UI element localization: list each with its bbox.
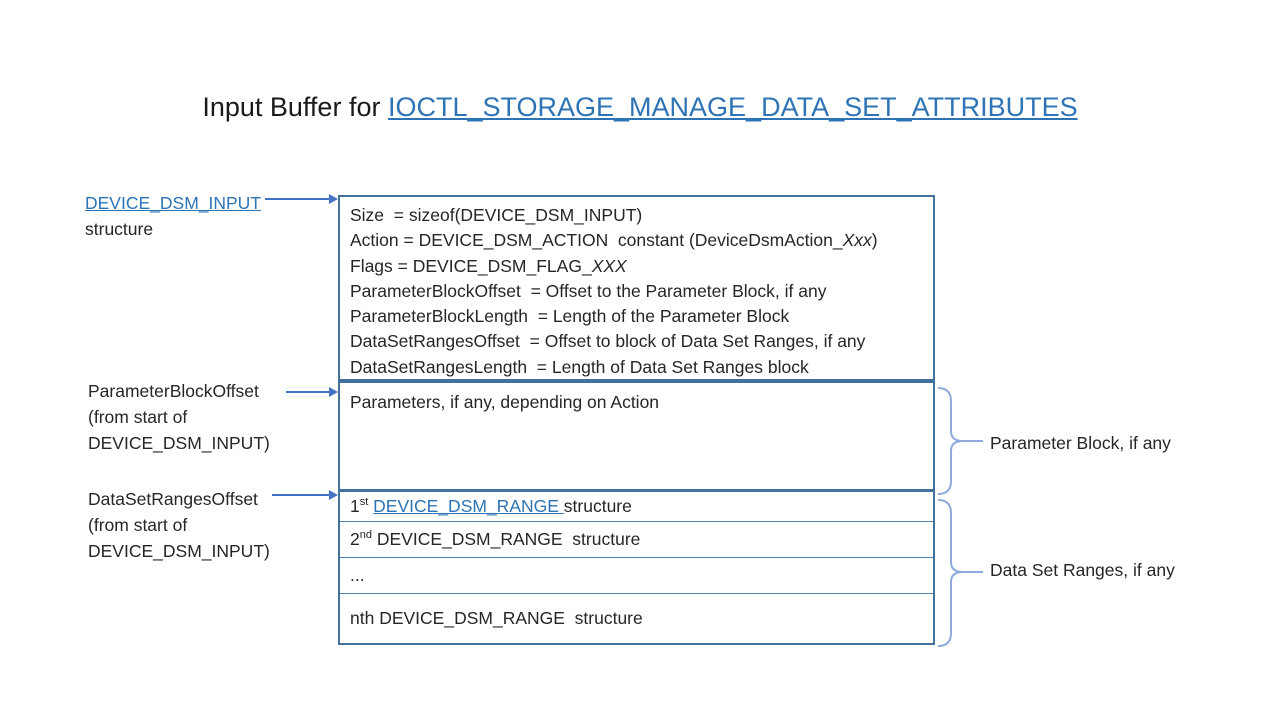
label-data-set-ranges: Data Set Ranges, if any: [990, 560, 1175, 580]
range-row-nth: nth DEVICE_DSM_RANGE structure: [340, 593, 933, 642]
dsr-offset-line2: (from start of: [88, 515, 188, 535]
range-row-ellipsis: ...: [340, 557, 933, 593]
arrow-head-icon: [329, 490, 338, 500]
arrow-head-icon: [329, 387, 338, 397]
page-title: Input Buffer for IOCTL_STORAGE_MANAGE_DA…: [0, 92, 1280, 123]
parameter-block-brace-icon: [937, 387, 983, 495]
range-row-text: nth DEVICE_DSM_RANGE structure: [350, 607, 643, 628]
header-line: Action = DEVICE_DSM_ACTION constant (Dev…: [350, 230, 878, 251]
label-data-set-ranges-offset: DataSetRangesOffset (from start of DEVIC…: [88, 486, 270, 564]
range-row-text: ...: [350, 565, 365, 585]
arrow-head-icon: [329, 194, 338, 204]
label-parameter-block: Parameter Block, if any: [990, 433, 1171, 453]
arrow-to-header-icon: [265, 194, 338, 204]
param-offset-line3: DEVICE_DSM_INPUT): [88, 433, 270, 453]
header-line: DataSetRangesLength = Length of Data Set…: [350, 356, 809, 377]
header-line: Flags = DEVICE_DSM_FLAG_XXX: [350, 255, 627, 276]
parameter-block-section: Parameters, if any, depending on Action: [340, 383, 933, 492]
range-row-1: 1st DEVICE_DSM_RANGE structure: [340, 492, 933, 521]
header-line: DataSetRangesOffset = Offset to block of…: [350, 331, 866, 352]
device-dsm-input-link[interactable]: DEVICE_DSM_INPUT: [85, 193, 262, 213]
header-line: Size = sizeof(DEVICE_DSM_INPUT): [350, 205, 643, 225]
device-dsm-range-link[interactable]: DEVICE_DSM_RANGE: [373, 496, 564, 516]
range-row-text: 1st DEVICE_DSM_RANGE structure: [350, 496, 632, 516]
data-set-ranges-brace-icon: [937, 499, 983, 647]
input-buffer-box: Size = sizeof(DEVICE_DSM_INPUT) Action =…: [338, 195, 935, 645]
range-row-text: 2nd DEVICE_DSM_RANGE structure: [350, 529, 641, 549]
title-prefix: Input Buffer for: [202, 92, 388, 122]
param-offset-line1: ParameterBlockOffset: [88, 381, 259, 401]
header-line: ParameterBlockLength = Length of the Par…: [350, 306, 790, 327]
arrow-to-data-set-ranges-icon: [272, 490, 338, 500]
param-offset-line2: (from start of: [88, 407, 188, 427]
range-row-2: 2nd DEVICE_DSM_RANGE structure: [340, 521, 933, 557]
device-dsm-input-rest: structure: [85, 219, 154, 239]
label-device-dsm-input: DEVICE_DSM_INPUT structure: [85, 190, 261, 242]
arrow-to-parameter-block-icon: [286, 387, 338, 397]
dsr-offset-line3: DEVICE_DSM_INPUT): [88, 541, 270, 561]
label-parameter-block-offset: ParameterBlockOffset (from start of DEVI…: [88, 378, 270, 456]
device-dsm-input-header-section: Size = sizeof(DEVICE_DSM_INPUT) Action =…: [340, 197, 933, 383]
title-ioctl-link[interactable]: IOCTL_STORAGE_MANAGE_DATA_SET_ATTRIBUTES: [387, 92, 1078, 122]
dsr-offset-line1: DataSetRangesOffset: [88, 489, 258, 509]
parameters-row-text: Parameters, if any, depending on Action: [350, 392, 660, 412]
header-line: ParameterBlockOffset = Offset to the Par…: [350, 280, 827, 301]
